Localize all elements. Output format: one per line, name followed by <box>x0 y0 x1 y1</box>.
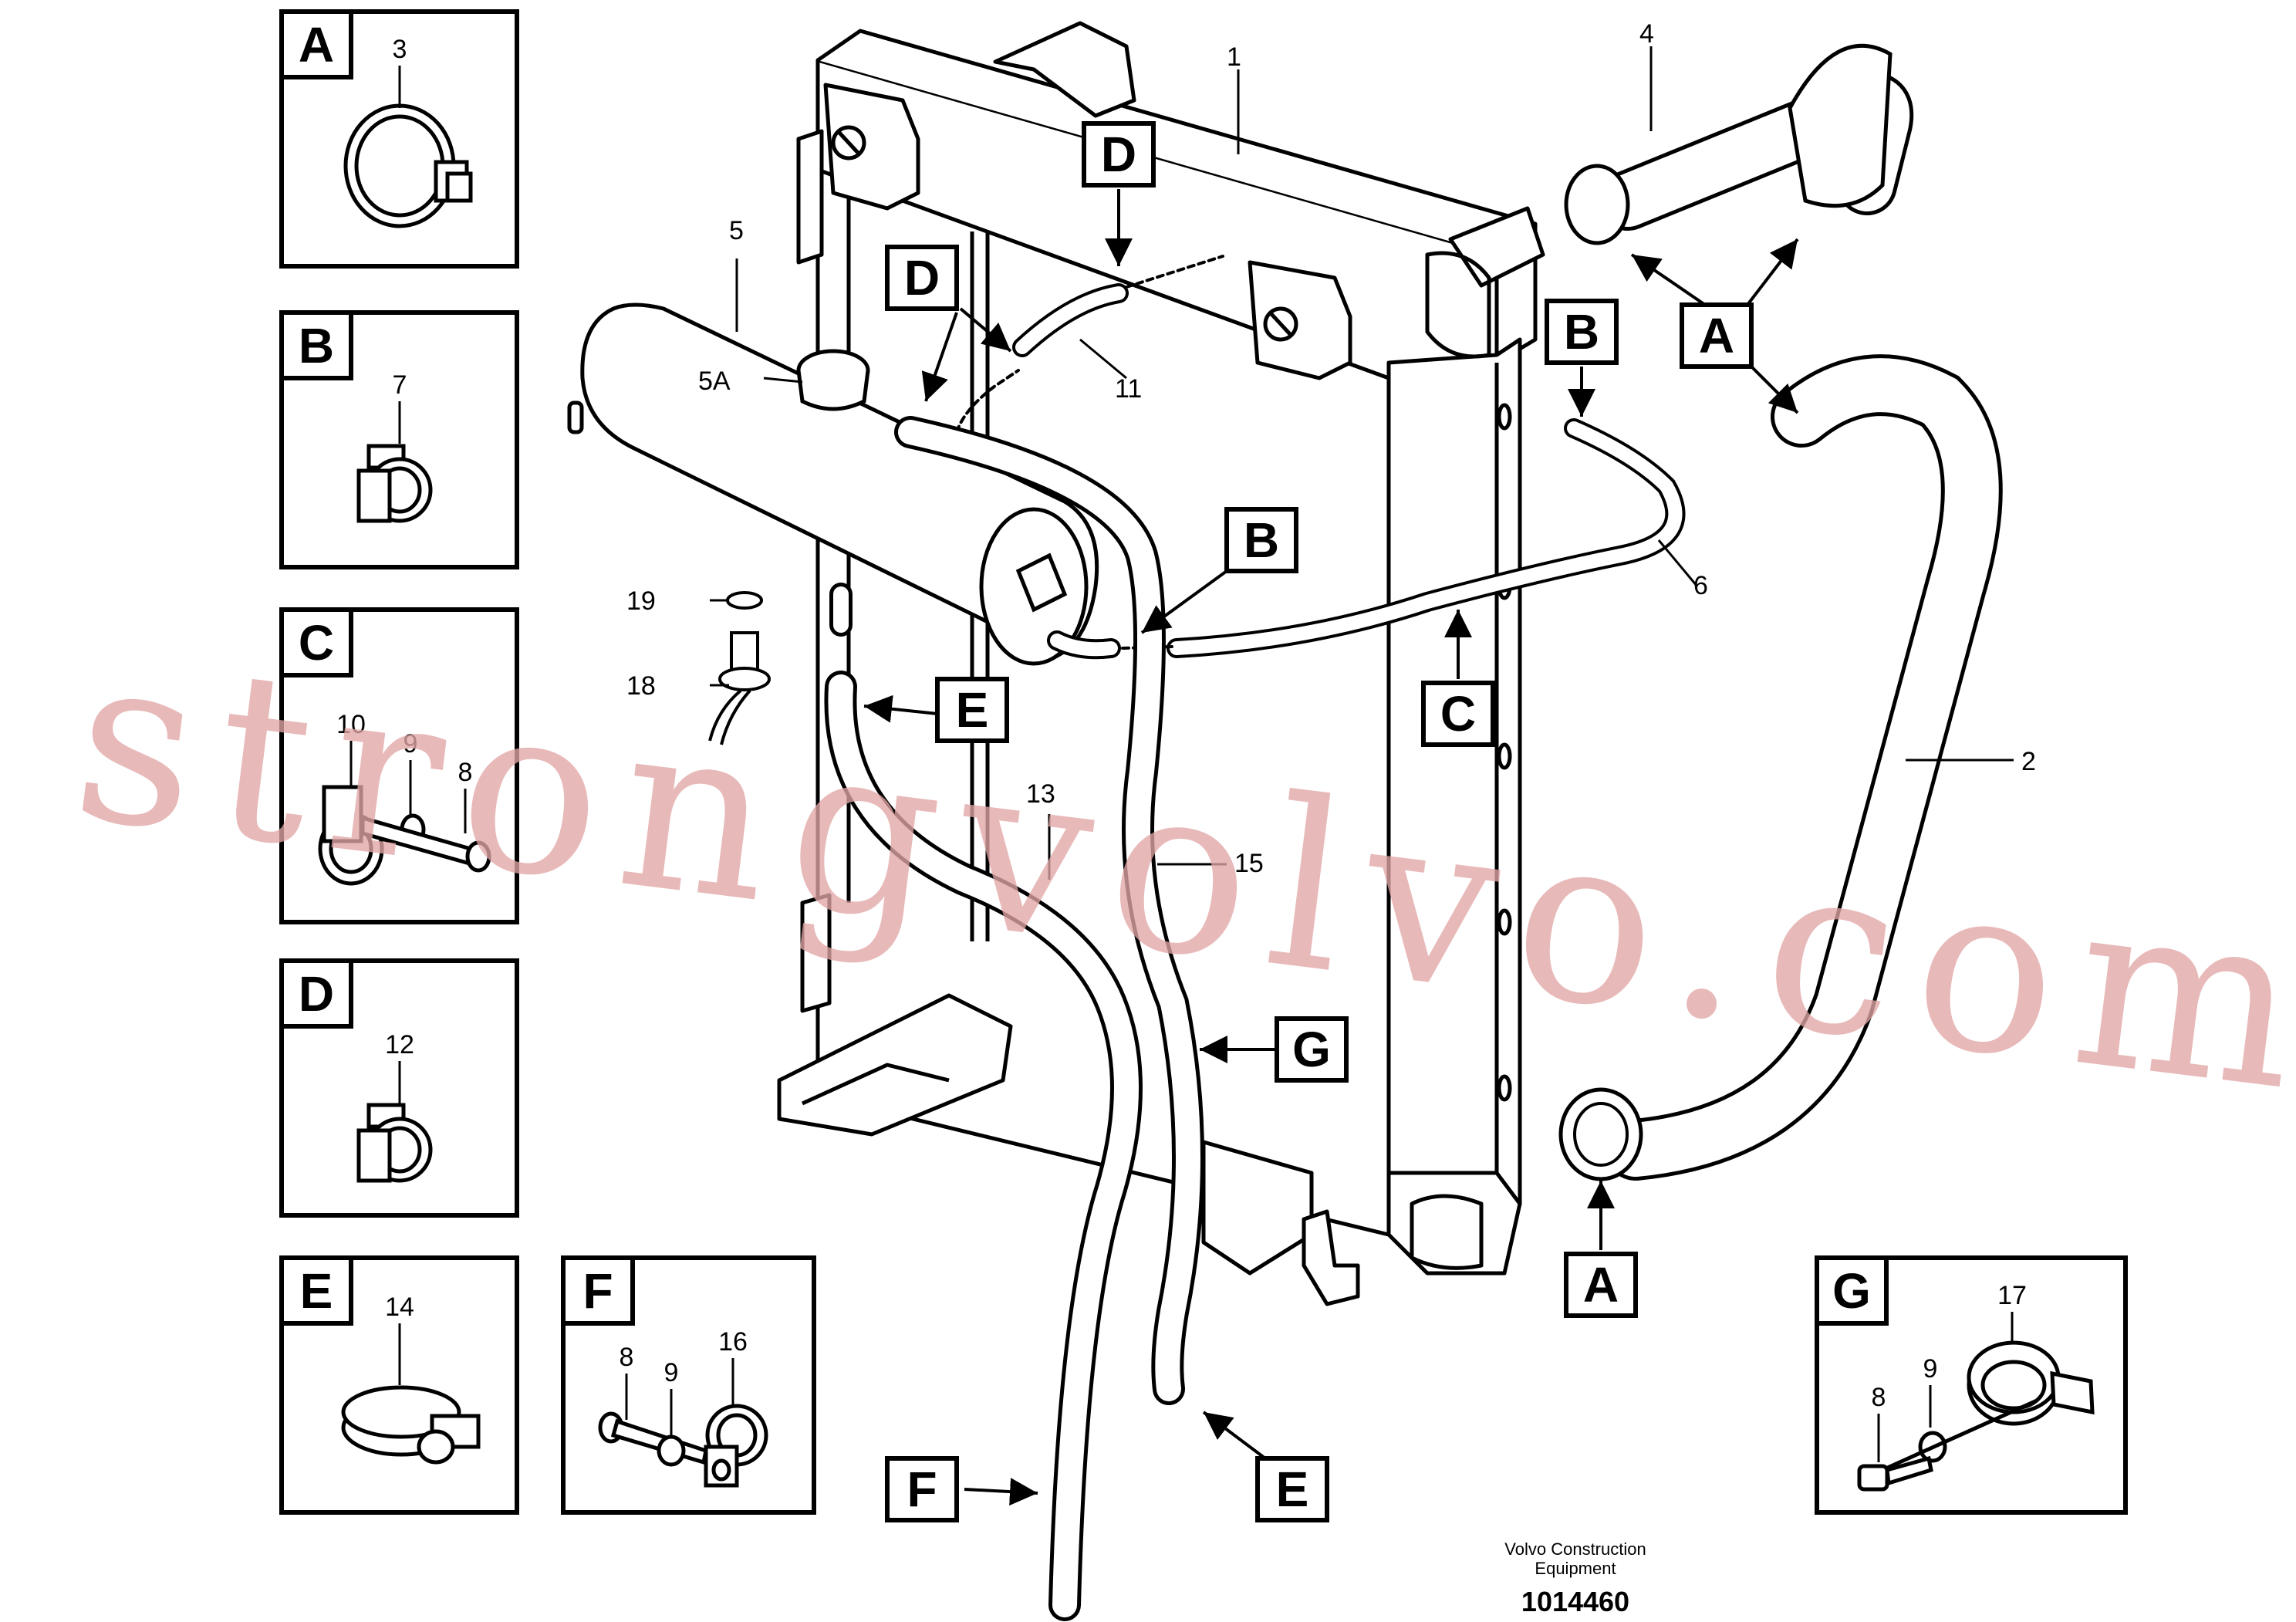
tag-e-center: E <box>863 677 1009 743</box>
svg-text:D: D <box>904 250 940 306</box>
callout-4: 4 <box>1639 19 1654 49</box>
callout-13: 13 <box>1026 779 1055 809</box>
callout-9-f: 9 <box>664 1358 679 1387</box>
svg-text:B: B <box>1564 304 1599 360</box>
hose-clip-icon <box>356 1103 433 1183</box>
callout-17: 17 <box>1997 1281 2027 1310</box>
footer-company-line2: Equipment <box>1535 1559 1616 1578</box>
callout-8-c: 8 <box>458 758 473 787</box>
tag-b-center: B <box>1140 507 1298 634</box>
callout-6: 6 <box>1693 571 1708 600</box>
svg-text:F: F <box>907 1461 937 1517</box>
svg-text:E: E <box>1276 1461 1309 1517</box>
tag-d-left: D <box>885 245 1012 402</box>
callout-2: 2 <box>2021 747 2036 776</box>
hoses <box>824 43 2003 1621</box>
tag-f: F <box>885 1456 1038 1522</box>
detail-box-f: F 8 9 16 <box>561 1255 816 1515</box>
callout-8-g: 8 <box>1872 1383 1886 1412</box>
callout-1: 1 <box>1227 42 1241 72</box>
callout-19: 19 <box>626 586 656 616</box>
detail-box-b: B 7 <box>279 310 519 569</box>
svg-text:C: C <box>299 615 334 671</box>
svg-text:G: G <box>1832 1263 1871 1319</box>
svg-text:A: A <box>1583 1257 1619 1313</box>
detail-box-a: A 3 <box>279 9 519 269</box>
svg-text:B: B <box>1244 512 1279 568</box>
hose-clip-icon <box>356 444 433 523</box>
clamp-bolt-icon <box>318 785 491 886</box>
worm-clamp-icon <box>341 1385 481 1465</box>
detail-box-g: G 17 9 8 <box>1815 1255 2128 1515</box>
callout-10: 10 <box>336 710 366 739</box>
svg-text:D: D <box>299 966 334 1022</box>
callout-9-c: 9 <box>403 729 418 759</box>
callout-9-g: 9 <box>1923 1354 1938 1384</box>
svg-text:C: C <box>1440 686 1476 742</box>
tag-d-top: D <box>1082 121 1156 266</box>
detail-box-d: D 12 <box>279 958 519 1218</box>
drain-plug <box>708 591 771 745</box>
svg-text:D: D <box>1101 127 1136 182</box>
svg-text:E: E <box>956 682 989 738</box>
svg-text:A: A <box>299 17 334 73</box>
reference-tags: A A B B C D <box>863 121 1799 1522</box>
tag-a-upper: A <box>1630 238 1799 414</box>
svg-text:G: G <box>1292 1022 1331 1077</box>
callout-14: 14 <box>385 1293 414 1322</box>
detail-box-e: E 14 <box>279 1255 519 1515</box>
leader-lines <box>710 46 2014 880</box>
hose-clamp-icon <box>343 103 473 228</box>
callout-15: 15 <box>1234 849 1264 878</box>
footer-company-line1: Volvo Construction <box>1504 1539 1646 1559</box>
callout-5: 5 <box>729 216 744 245</box>
callout-18: 18 <box>626 671 656 701</box>
footer: Volvo Construction Equipment 1014460 <box>1504 1539 1646 1617</box>
bolt-clamp-icon <box>598 1404 768 1488</box>
callout-5a: 5A <box>698 367 731 396</box>
callout-7: 7 <box>393 370 407 400</box>
tag-g: G <box>1200 1016 1349 1083</box>
tag-c: C <box>1421 610 1495 747</box>
drawing-number: 1014460 <box>1521 1586 1629 1617</box>
callout-labels: 1 2 4 5 5A 6 11 13 15 18 19 <box>626 19 2036 878</box>
callout-12: 12 <box>385 1030 414 1059</box>
tag-e-bottom: E <box>1202 1411 1329 1522</box>
detail-box-c: C 10 9 8 <box>279 607 519 924</box>
expansion-tank <box>567 302 1099 666</box>
tag-a-lower: A <box>1564 1181 1638 1318</box>
callout-8-f: 8 <box>620 1343 634 1372</box>
p-clamp-icon <box>1857 1340 2095 1492</box>
svg-text:F: F <box>582 1263 613 1319</box>
callout-16: 16 <box>718 1327 748 1357</box>
svg-text:B: B <box>299 318 334 373</box>
svg-text:E: E <box>300 1263 333 1319</box>
callout-11: 11 <box>1115 374 1142 404</box>
tag-b-right: B <box>1545 299 1619 417</box>
svg-text:A: A <box>1699 308 1734 363</box>
callout-3: 3 <box>393 35 407 64</box>
